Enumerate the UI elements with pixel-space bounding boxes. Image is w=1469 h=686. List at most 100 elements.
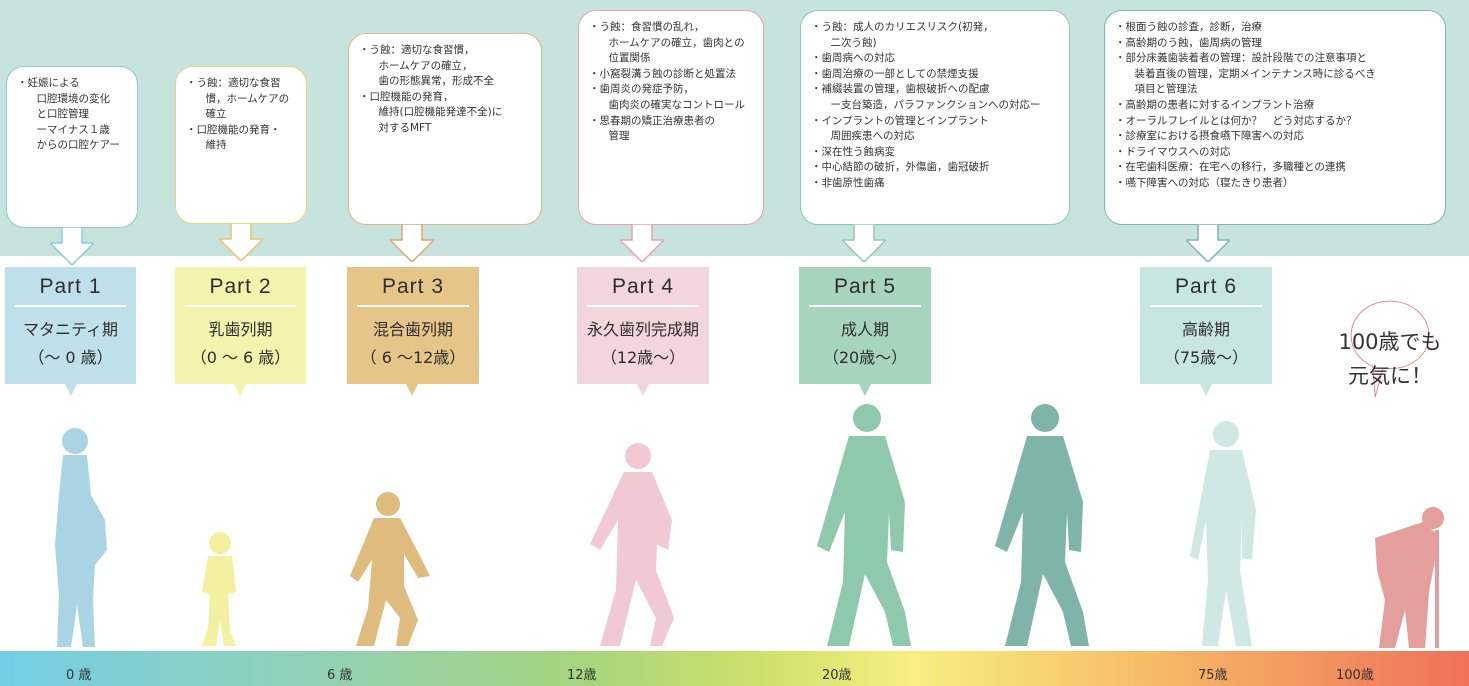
down-arrow-icon [620, 224, 664, 262]
card-line: ・根面う蝕の診査，診断，治療 [1115, 21, 1262, 33]
timeline-tick: 12歳 [567, 668, 597, 683]
card-line: ・嚥下障害への対応（寝たきり患者） [1115, 176, 1294, 189]
card-line: 周囲疾患への対応 [820, 130, 915, 143]
elderly-figure [1375, 507, 1444, 648]
part-label: Part 4 [611, 275, 675, 298]
timeline-tick: 75歳 [1198, 668, 1228, 683]
phase-age: （20歳〜） [822, 348, 908, 367]
divider [1150, 305, 1262, 307]
card-line: ー支台築造，パラファンクションへの対応ー [820, 98, 1041, 111]
card-line: ・う蝕：適切な食習慣， [359, 44, 475, 56]
card-line: 確立 [195, 108, 227, 121]
card-line: ・う蝕：成人のカリエスリスク(初発， [811, 21, 994, 33]
card-line: 維持(口腔機能発達不全)に [368, 106, 503, 119]
part-pointer [234, 384, 246, 396]
adult-man-figure [817, 404, 911, 646]
teen-figure [590, 443, 674, 646]
card-line: ・非歯原性歯痛 [811, 176, 885, 189]
part-label: Part 5 [833, 275, 897, 298]
timeline-tick: 6 歳 [327, 668, 353, 683]
card-line: ・う蝕：適切な食習 [186, 77, 281, 89]
phase-age: （ 6 〜12歳） [360, 348, 466, 367]
card-line: ホームケアの確立， [368, 59, 473, 72]
card-part5: ・う蝕：成人のカリエスリスク(初発， 二次う蝕) ・歯周病への対応 ・歯周治療の… [800, 10, 1070, 225]
adult-figure [995, 404, 1089, 646]
part-label: Part 1 [39, 275, 102, 298]
part-box-4: Part 4 永久歯列完成期 （12歳〜） [577, 267, 709, 384]
card-line: ・思春期の矯正治療患者の [589, 114, 715, 127]
card-part1: ・妊娠による 口腔環境の変化 と口腔管理 ーマイナス１歳 からの口腔ケアー [6, 66, 138, 228]
card-line: ・中心結節の破折，外傷歯，歯冠破折 [811, 161, 990, 174]
card-line: ホームケアの確立，歯肉との [598, 36, 745, 49]
timeline-tick: 100歳 [1336, 668, 1374, 683]
card-line: ・歯周治療の一部としての禁煙支援 [811, 67, 979, 80]
phase-name: 永久歯列完成期 [586, 320, 699, 339]
divider [357, 305, 469, 307]
card-line: ・う蝕：食習慣の乱れ， [589, 21, 705, 33]
card-line: 装着直後の管理，定期メインテナンス時に診るべき [1124, 67, 1376, 80]
card-line: ・高齢期の患者に対するインプラント治療 [1115, 98, 1315, 111]
divider [809, 305, 921, 307]
part-box-1: Part 1 マタニティ期 （〜 0 歳） [5, 267, 136, 384]
phase-name: 乳歯列期 [208, 320, 273, 339]
card-line: 位置関係 [598, 52, 651, 65]
down-arrow-icon [390, 224, 434, 262]
card-line: ・歯周炎の発症予防， [589, 83, 694, 96]
card-line: ・妊娠による [17, 77, 80, 89]
phase-age: （〜 0 歳） [28, 348, 113, 367]
down-arrow-icon [1186, 224, 1230, 262]
card-line: ・高齢期のう蝕，歯周病の管理 [1115, 36, 1262, 49]
child-figure [350, 492, 430, 646]
age-timeline-bar [0, 651, 1469, 686]
pregnant-woman-figure [55, 428, 107, 647]
speech-bubble [1350, 300, 1430, 398]
part-pointer [65, 384, 77, 396]
part-pointer [637, 384, 649, 396]
phase-name: 高齢期 [1181, 320, 1230, 339]
part-box-3: Part 3 混合歯列期 （ 6 〜12歳） [347, 267, 479, 384]
senior-figure [1190, 421, 1256, 646]
card-line: ・口腔機能の発育・ [186, 123, 281, 136]
card-line: 二次う蝕) [820, 36, 877, 49]
part-label: Part 3 [381, 275, 445, 298]
card-line: 慣，ホームケアの [195, 92, 290, 105]
part-box-2: Part 2 乳歯列期 （0 〜 6 歳） [175, 267, 306, 384]
card-line: 歯の形態異常，形成不全 [368, 75, 494, 88]
card-line: 歯肉炎の確実なコントロール [598, 98, 745, 111]
card-line: ・診療室における摂食嚥下障害への対応 [1115, 130, 1304, 143]
card-line: 口腔環境の変化 [26, 92, 110, 105]
timeline-tick: 20歳 [822, 668, 852, 683]
card-part3: ・う蝕：適切な食習慣， ホームケアの確立， 歯の形態異常，形成不全 ・口腔機能の… [348, 33, 542, 225]
divider [15, 305, 126, 307]
card-part4: ・う蝕：食習慣の乱れ， ホームケアの確立，歯肉との 位置関係 ・小窩裂溝う蝕の診… [578, 10, 764, 225]
part-pointer [1200, 384, 1212, 396]
down-arrow-icon [50, 227, 94, 265]
phase-name: 成人期 [840, 320, 889, 339]
part-label: Part 6 [1174, 275, 1238, 298]
phase-name: 混合歯列期 [372, 320, 453, 339]
phase-name: マタニティ期 [22, 320, 119, 339]
card-line: ・補綴装置の管理，歯根破折への配慮 [811, 83, 990, 96]
phase-age: （75歳〜） [1163, 348, 1249, 367]
down-arrow-icon [219, 223, 263, 261]
phase-age: （12歳〜） [600, 348, 686, 367]
card-line: ・小窩裂溝う蝕の診断と処置法 [589, 67, 736, 80]
card-line: ・ドライマウスへの対応 [1115, 145, 1231, 158]
card-line: ・深在性う蝕病変 [811, 145, 895, 158]
divider [587, 305, 699, 307]
part-box-6: Part 6 高齢期 （75歳〜） [1140, 267, 1272, 384]
card-line: ーマイナス１歳 [26, 123, 110, 136]
part-pointer [406, 384, 418, 396]
divider [185, 305, 296, 307]
part-box-5: Part 5 成人期 （20歳〜） [799, 267, 931, 384]
card-line: ・在宅歯科医療：在宅への移行，多職種との連携 [1115, 161, 1346, 174]
card-line: 管理 [598, 130, 630, 143]
card-part2: ・う蝕：適切な食習 慣，ホームケアの 確立 ・口腔機能の発育・ 維持 [175, 66, 307, 224]
down-arrow-icon [842, 224, 886, 262]
part-pointer [859, 384, 871, 396]
part-label: Part 2 [209, 275, 272, 298]
card-line: ・歯周病への対応 [811, 52, 895, 65]
card-line: ・口腔機能の発育， [359, 90, 454, 103]
card-line: 項目と管理法 [1124, 83, 1198, 96]
card-part6: ・根面う蝕の診査，診断，治療 ・高齢期のう蝕，歯周病の管理 ・部分床義歯装着者の… [1104, 10, 1446, 225]
